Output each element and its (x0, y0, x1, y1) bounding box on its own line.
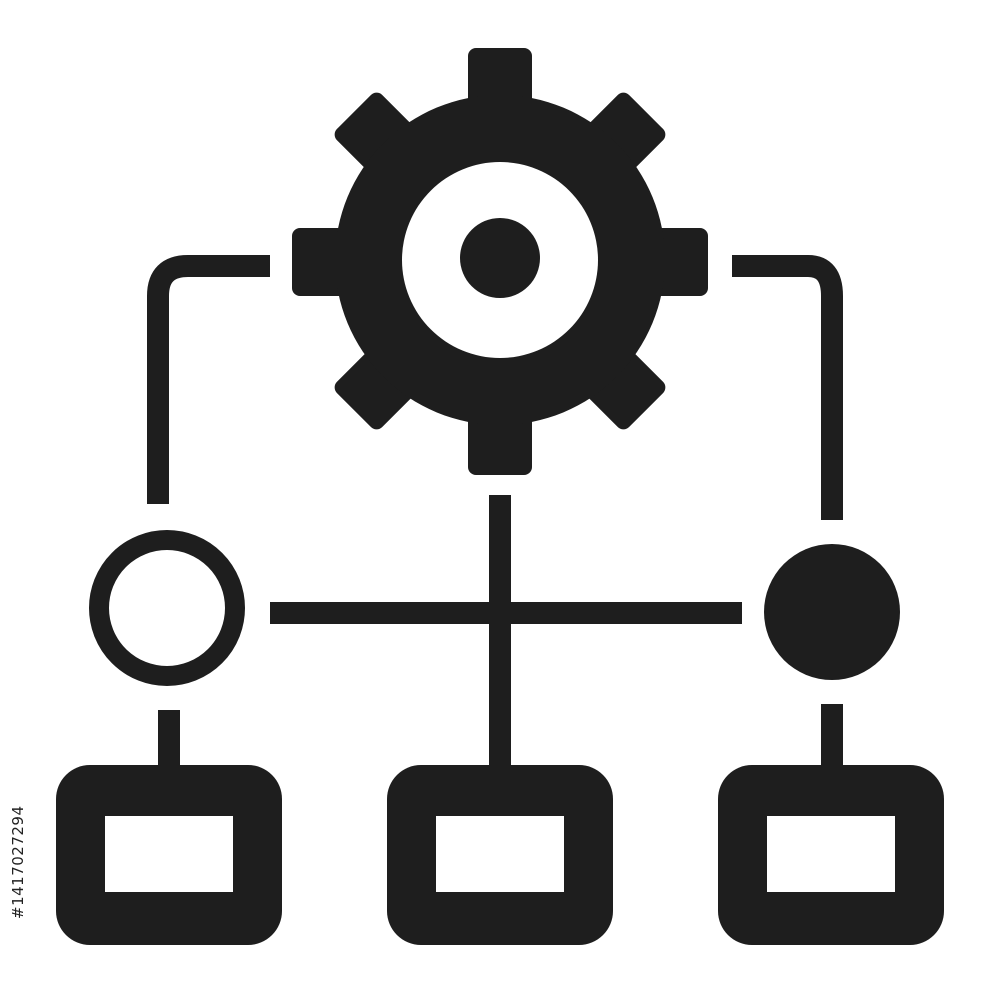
horizontal-connector (270, 602, 742, 624)
center-vertical-connector (489, 495, 511, 773)
left-connector-line (147, 255, 270, 504)
right-node-connector (821, 704, 843, 774)
stock-id-label: #1417027294 (9, 805, 27, 919)
left-box-node (56, 765, 282, 945)
left-circle-node (89, 530, 245, 686)
right-box-node (718, 765, 944, 945)
right-connector-line (732, 255, 843, 520)
left-node-connector (158, 710, 180, 775)
center-box-node (387, 765, 613, 945)
right-circle-node (764, 544, 900, 680)
gear-center-dot (460, 218, 540, 298)
